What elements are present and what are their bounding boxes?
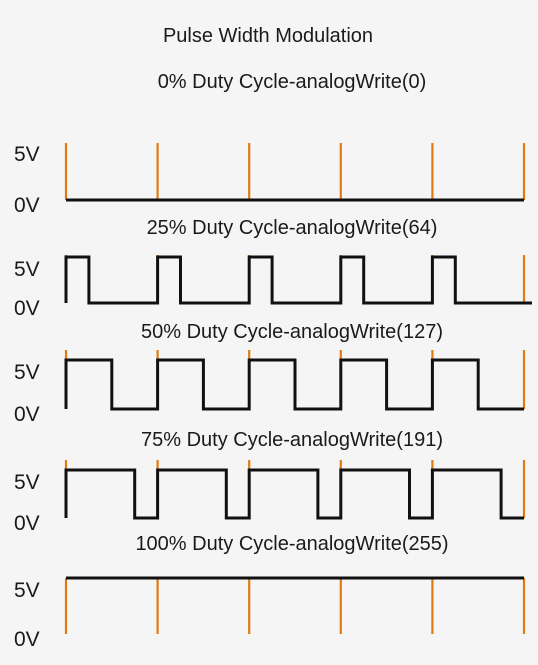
waveform-panel: 75% Duty Cycle-analogWrite(191) 5V 0V (14, 429, 526, 535)
waveform-panel: 50% Duty Cycle-analogWrite(127) 5V 0V (14, 321, 526, 426)
label-0v: 0V (14, 297, 40, 320)
label-5v: 5V (14, 579, 40, 602)
pwm-signal (64, 255, 532, 305)
label-5v: 5V (14, 143, 40, 166)
pwm-signal (64, 468, 524, 520)
label-5v: 5V (14, 471, 40, 494)
panel-title: 25% Duty Cycle-analogWrite(64) (147, 217, 438, 239)
waveform-panel: 25% Duty Cycle-analogWrite(64) 5V 0V (14, 217, 532, 320)
panel-title: 50% Duty Cycle-analogWrite(127) (141, 321, 443, 343)
waveform-panel: 100% Duty Cycle-analogWrite(255) 5V 0V (14, 533, 526, 651)
pwm-signal (64, 358, 524, 411)
label-0v: 0V (14, 628, 40, 651)
label-5v: 5V (14, 258, 40, 281)
panel-title: 100% Duty Cycle-analogWrite(255) (135, 533, 448, 555)
label-5v: 5V (14, 361, 40, 384)
waveform-panel: 0% Duty Cycle-analogWrite(0) 5V 0V (14, 71, 526, 217)
panel-title: 75% Duty Cycle-analogWrite(191) (141, 429, 443, 451)
label-0v: 0V (14, 194, 40, 217)
diagram-title: Pulse Width Modulation (163, 25, 373, 47)
panel-title: 0% Duty Cycle-analogWrite(0) (158, 71, 427, 93)
label-0v: 0V (14, 403, 40, 426)
label-0v: 0V (14, 512, 40, 535)
